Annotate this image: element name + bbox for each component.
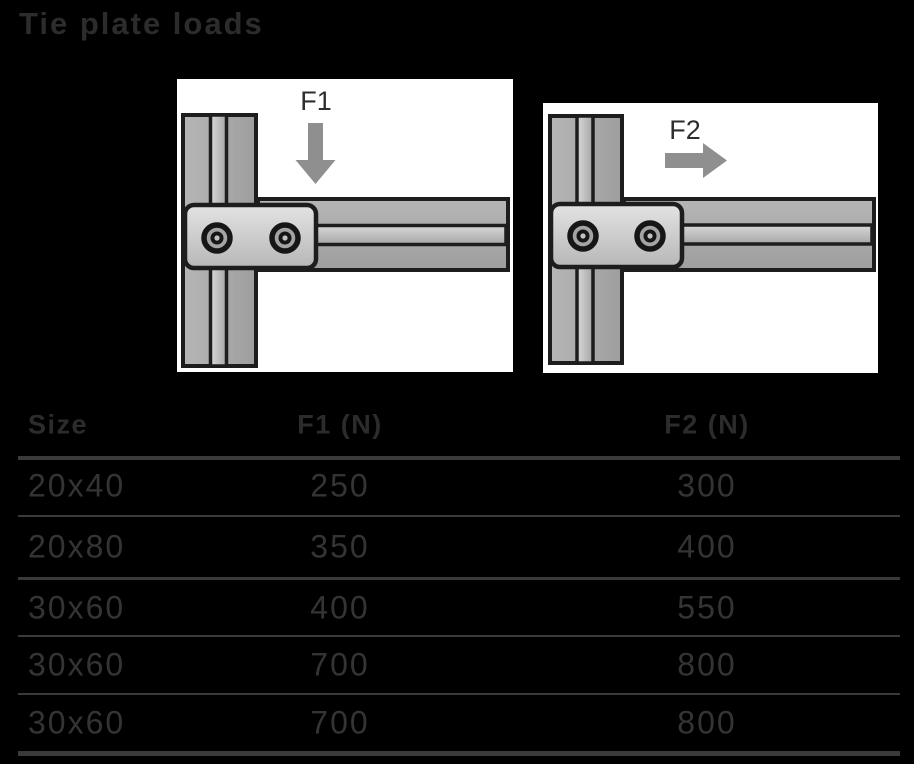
cell-size: 30x60 [28,589,126,625]
cell-f1: 400 [310,589,370,625]
f1-label: F1 [300,86,332,116]
header-separator-line [18,456,900,460]
table-row: 20x80 350 400 [0,519,914,575]
cell-size: 30x60 [28,704,126,741]
tie-plate-joint-f2-diagram: F2 [548,114,876,365]
bolt-icon [269,222,301,254]
bolt-icon [634,220,666,252]
tie-plate [548,201,685,270]
table-header-row: Size F1 (N) F2 (N) [0,398,914,452]
group-separator-line [18,577,900,580]
table-row: 30x60 700 800 [0,696,914,750]
cell-f1: 250 [310,467,370,504]
table-row: 20x40 250 300 [0,459,914,513]
down-arrow-icon [295,123,336,184]
page-title: Tie plate loads [19,6,264,41]
cell-size: 20x40 [28,467,126,504]
column-header-size: Size [28,409,89,440]
bolt-icon [567,220,599,252]
table-bottom-line [18,751,900,756]
tie-plate-joint-f1-diagram: F1 [181,86,510,368]
cell-f1: 700 [310,704,370,741]
cell-f2: 550 [677,589,737,625]
column-header-f1: F1 (N) [297,409,383,440]
tie-plate [182,202,319,271]
cell-f2: 300 [677,467,737,504]
cell-f2: 800 [677,704,737,741]
cell-size: 30x60 [28,646,126,683]
f2-label: F2 [669,115,701,145]
row-separator-line [18,635,900,637]
row-separator-line [18,693,900,695]
cell-f2: 800 [677,646,737,683]
table-row: 30x60 700 800 [0,638,914,692]
table-row: 30x60 400 550 [0,581,914,634]
bolt-icon [201,222,233,254]
cell-f2: 400 [677,528,737,565]
column-header-f2: F2 (N) [664,409,750,440]
cell-size: 20x80 [28,528,126,565]
row-separator-line [18,515,900,517]
diagram-f2-panel: F2 [543,103,878,373]
right-arrow-icon [665,143,727,178]
diagram-f1-panel: F1 [177,79,513,372]
cell-f1: 700 [310,646,370,683]
cell-f1: 350 [310,528,370,565]
